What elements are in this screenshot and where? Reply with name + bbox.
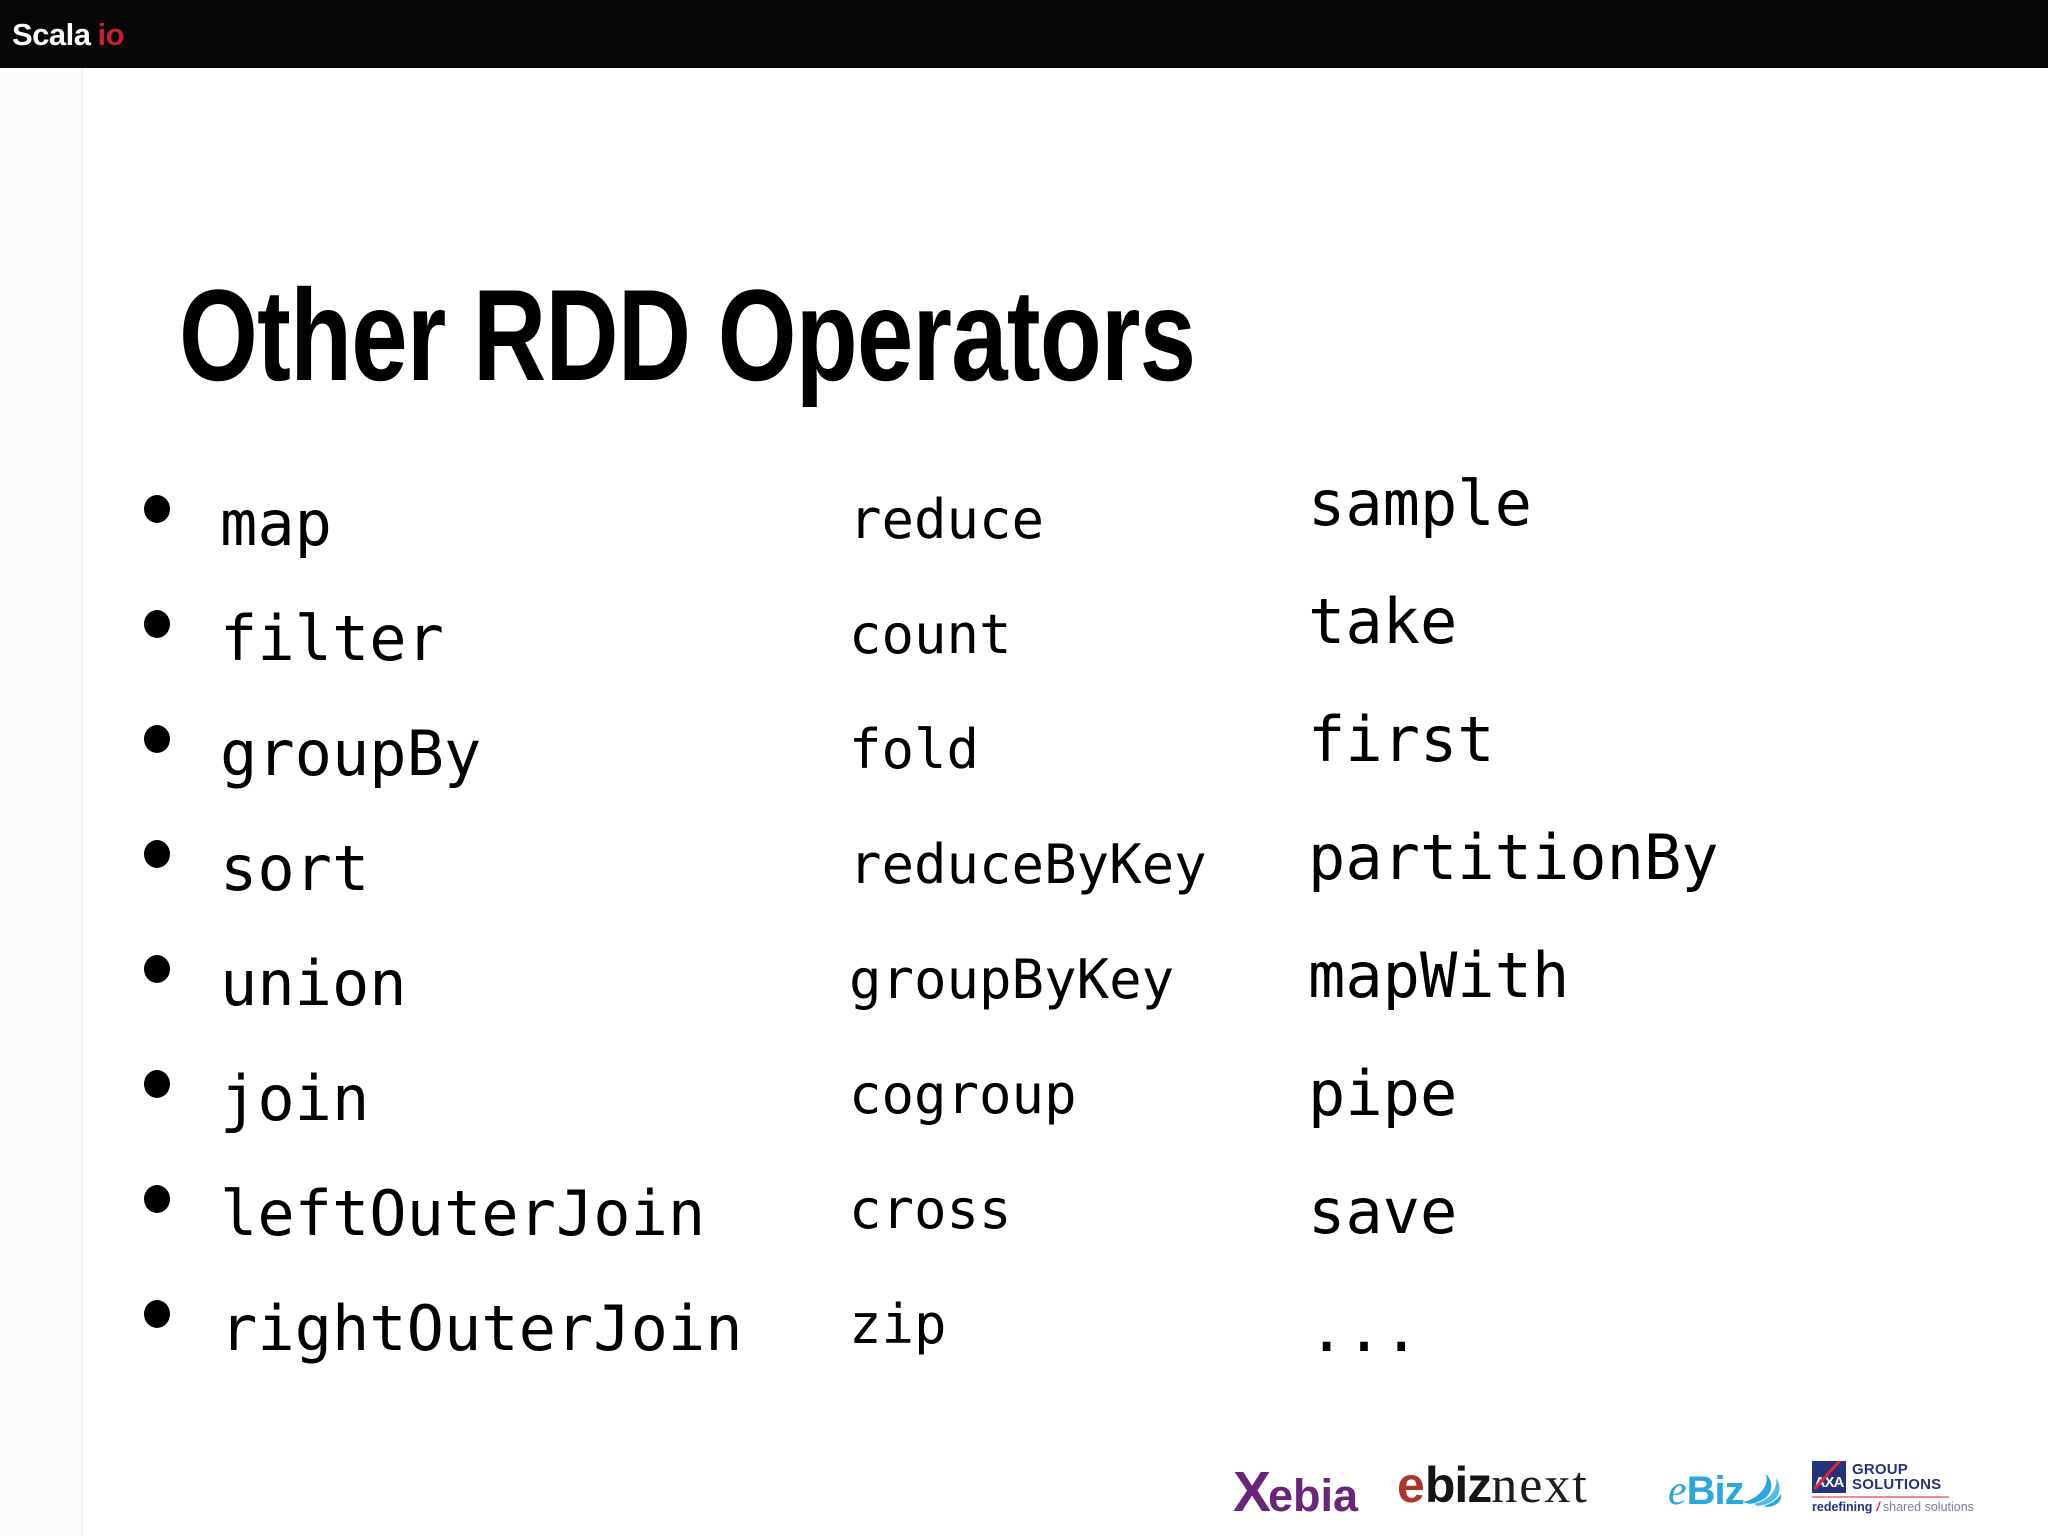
operator-item: sample bbox=[1308, 444, 1719, 562]
axa-group-solutions-logo: AXA GROUP SOLUTIONS redefining / shared … bbox=[1812, 1461, 1974, 1514]
operator-item: reduce bbox=[849, 462, 1207, 577]
axa-tagline-shared-solutions: shared solutions bbox=[1882, 1500, 1974, 1514]
axa-tagline-redefining: redefining bbox=[1812, 1500, 1873, 1514]
operator-item: map bbox=[144, 466, 743, 581]
operator-item: count bbox=[849, 577, 1207, 692]
bullet-icon bbox=[144, 1299, 170, 1328]
operator-label: cross bbox=[849, 1178, 1012, 1241]
operator-item: partitionBy bbox=[1308, 798, 1719, 916]
operator-label: pipe bbox=[1308, 1056, 1458, 1130]
operator-item: save bbox=[1308, 1152, 1719, 1270]
operator-item: ... bbox=[1308, 1270, 1719, 1388]
axa-logo-top: AXA GROUP SOLUTIONS bbox=[1812, 1461, 1952, 1493]
bullet-icon bbox=[144, 1184, 170, 1213]
top-bar: Scala io bbox=[0, 0, 2048, 68]
operator-item: filter bbox=[144, 581, 743, 696]
operator-label: union bbox=[220, 947, 407, 1020]
operator-item: leftOuterJoin bbox=[144, 1156, 743, 1271]
operator-label: groupByKey bbox=[849, 948, 1175, 1011]
operator-label: first bbox=[1308, 702, 1495, 776]
operator-item: take bbox=[1308, 562, 1719, 680]
bullet-icon bbox=[144, 609, 170, 638]
operator-item: mapWith bbox=[1308, 916, 1719, 1034]
operator-label: leftOuterJoin bbox=[220, 1177, 706, 1250]
operator-label: sort bbox=[220, 832, 370, 905]
slide-edge-line bbox=[82, 68, 83, 1536]
scalaio-logo-io-text: io bbox=[97, 16, 125, 52]
ebiznext-logo-biz: biz bbox=[1424, 1457, 1492, 1513]
operator-item: sort bbox=[144, 811, 743, 926]
operator-label: take bbox=[1308, 584, 1458, 658]
operator-label: zip bbox=[849, 1293, 947, 1356]
operator-label: join bbox=[220, 1062, 370, 1135]
operator-item: rightOuterJoin bbox=[144, 1271, 743, 1386]
operator-item: join bbox=[144, 1041, 743, 1156]
operator-item: cogroup bbox=[849, 1037, 1207, 1152]
axa-tagline: redefining / shared solutions bbox=[1812, 1500, 1974, 1514]
ebiznext-logo-e: e bbox=[1397, 1457, 1425, 1513]
axa-line1: GROUP bbox=[1852, 1461, 1909, 1478]
operator-label: map bbox=[220, 487, 332, 560]
operator-label: filter bbox=[220, 602, 444, 675]
operator-label: groupBy bbox=[220, 717, 482, 790]
operator-item: cross bbox=[849, 1152, 1207, 1267]
operator-item: groupByKey bbox=[849, 922, 1207, 1037]
operator-item: reduceByKey bbox=[849, 807, 1207, 922]
axa-line2: SOLUTIONS bbox=[1852, 1476, 1942, 1493]
operator-item: pipe bbox=[1308, 1034, 1719, 1152]
operator-label: ... bbox=[1308, 1292, 1420, 1366]
ebiznext-logo-next: next bbox=[1491, 1457, 1589, 1514]
slide-edge-strip bbox=[0, 68, 82, 1536]
operator-item: groupBy bbox=[144, 696, 743, 811]
xebia-logo-text: ebia bbox=[1268, 1470, 1359, 1521]
operator-label: count bbox=[849, 603, 1012, 666]
operator-label: reduce bbox=[849, 488, 1045, 551]
bullet-icon bbox=[144, 1069, 170, 1098]
bullet-icon bbox=[144, 724, 170, 753]
bullet-icon bbox=[144, 954, 170, 983]
operators-column-2: reduce count fold reduceByKey groupByKey cogr… bbox=[849, 462, 1207, 1382]
operator-label: fold bbox=[849, 718, 980, 781]
operator-item: union bbox=[144, 926, 743, 1041]
operator-item: fold bbox=[849, 692, 1207, 807]
axa-divider-line bbox=[1812, 1496, 1949, 1498]
ebiz-logo-e: e bbox=[1668, 1468, 1687, 1514]
bullet-icon bbox=[144, 839, 170, 868]
axa-square-icon: AXA bbox=[1812, 1461, 1846, 1493]
page-title: Other RDD Operators bbox=[179, 262, 1196, 409]
operator-item: first bbox=[1308, 680, 1719, 798]
operators-column-3: sample take first partitionBy mapWith pipe sav… bbox=[1308, 444, 1719, 1388]
operator-label: cogroup bbox=[849, 1063, 1077, 1126]
operator-label: reduceByKey bbox=[849, 833, 1207, 896]
scalaio-logo: Scala io bbox=[0, 16, 125, 52]
axa-group-solutions-text: GROUP SOLUTIONS bbox=[1852, 1461, 1941, 1493]
operator-item: zip bbox=[849, 1267, 1207, 1382]
axa-tagline-slash: / bbox=[1876, 1500, 1880, 1514]
operator-label: sample bbox=[1308, 466, 1532, 540]
operators-column-1: map filter groupBy sort union join leftOuterJo… bbox=[144, 466, 743, 1386]
operator-label: rightOuterJoin bbox=[220, 1292, 743, 1365]
operator-label: mapWith bbox=[1308, 938, 1570, 1012]
operator-label: partitionBy bbox=[1308, 820, 1719, 894]
xebia-logo-initial: X bbox=[1233, 1460, 1271, 1524]
operator-label: save bbox=[1308, 1174, 1458, 1248]
ebiz-logo-biz: Biz bbox=[1686, 1469, 1745, 1513]
bullet-icon bbox=[144, 494, 170, 523]
scalaio-logo-scala-text: Scala bbox=[12, 16, 91, 52]
ebiz-wing-icon bbox=[1741, 1474, 1781, 1507]
